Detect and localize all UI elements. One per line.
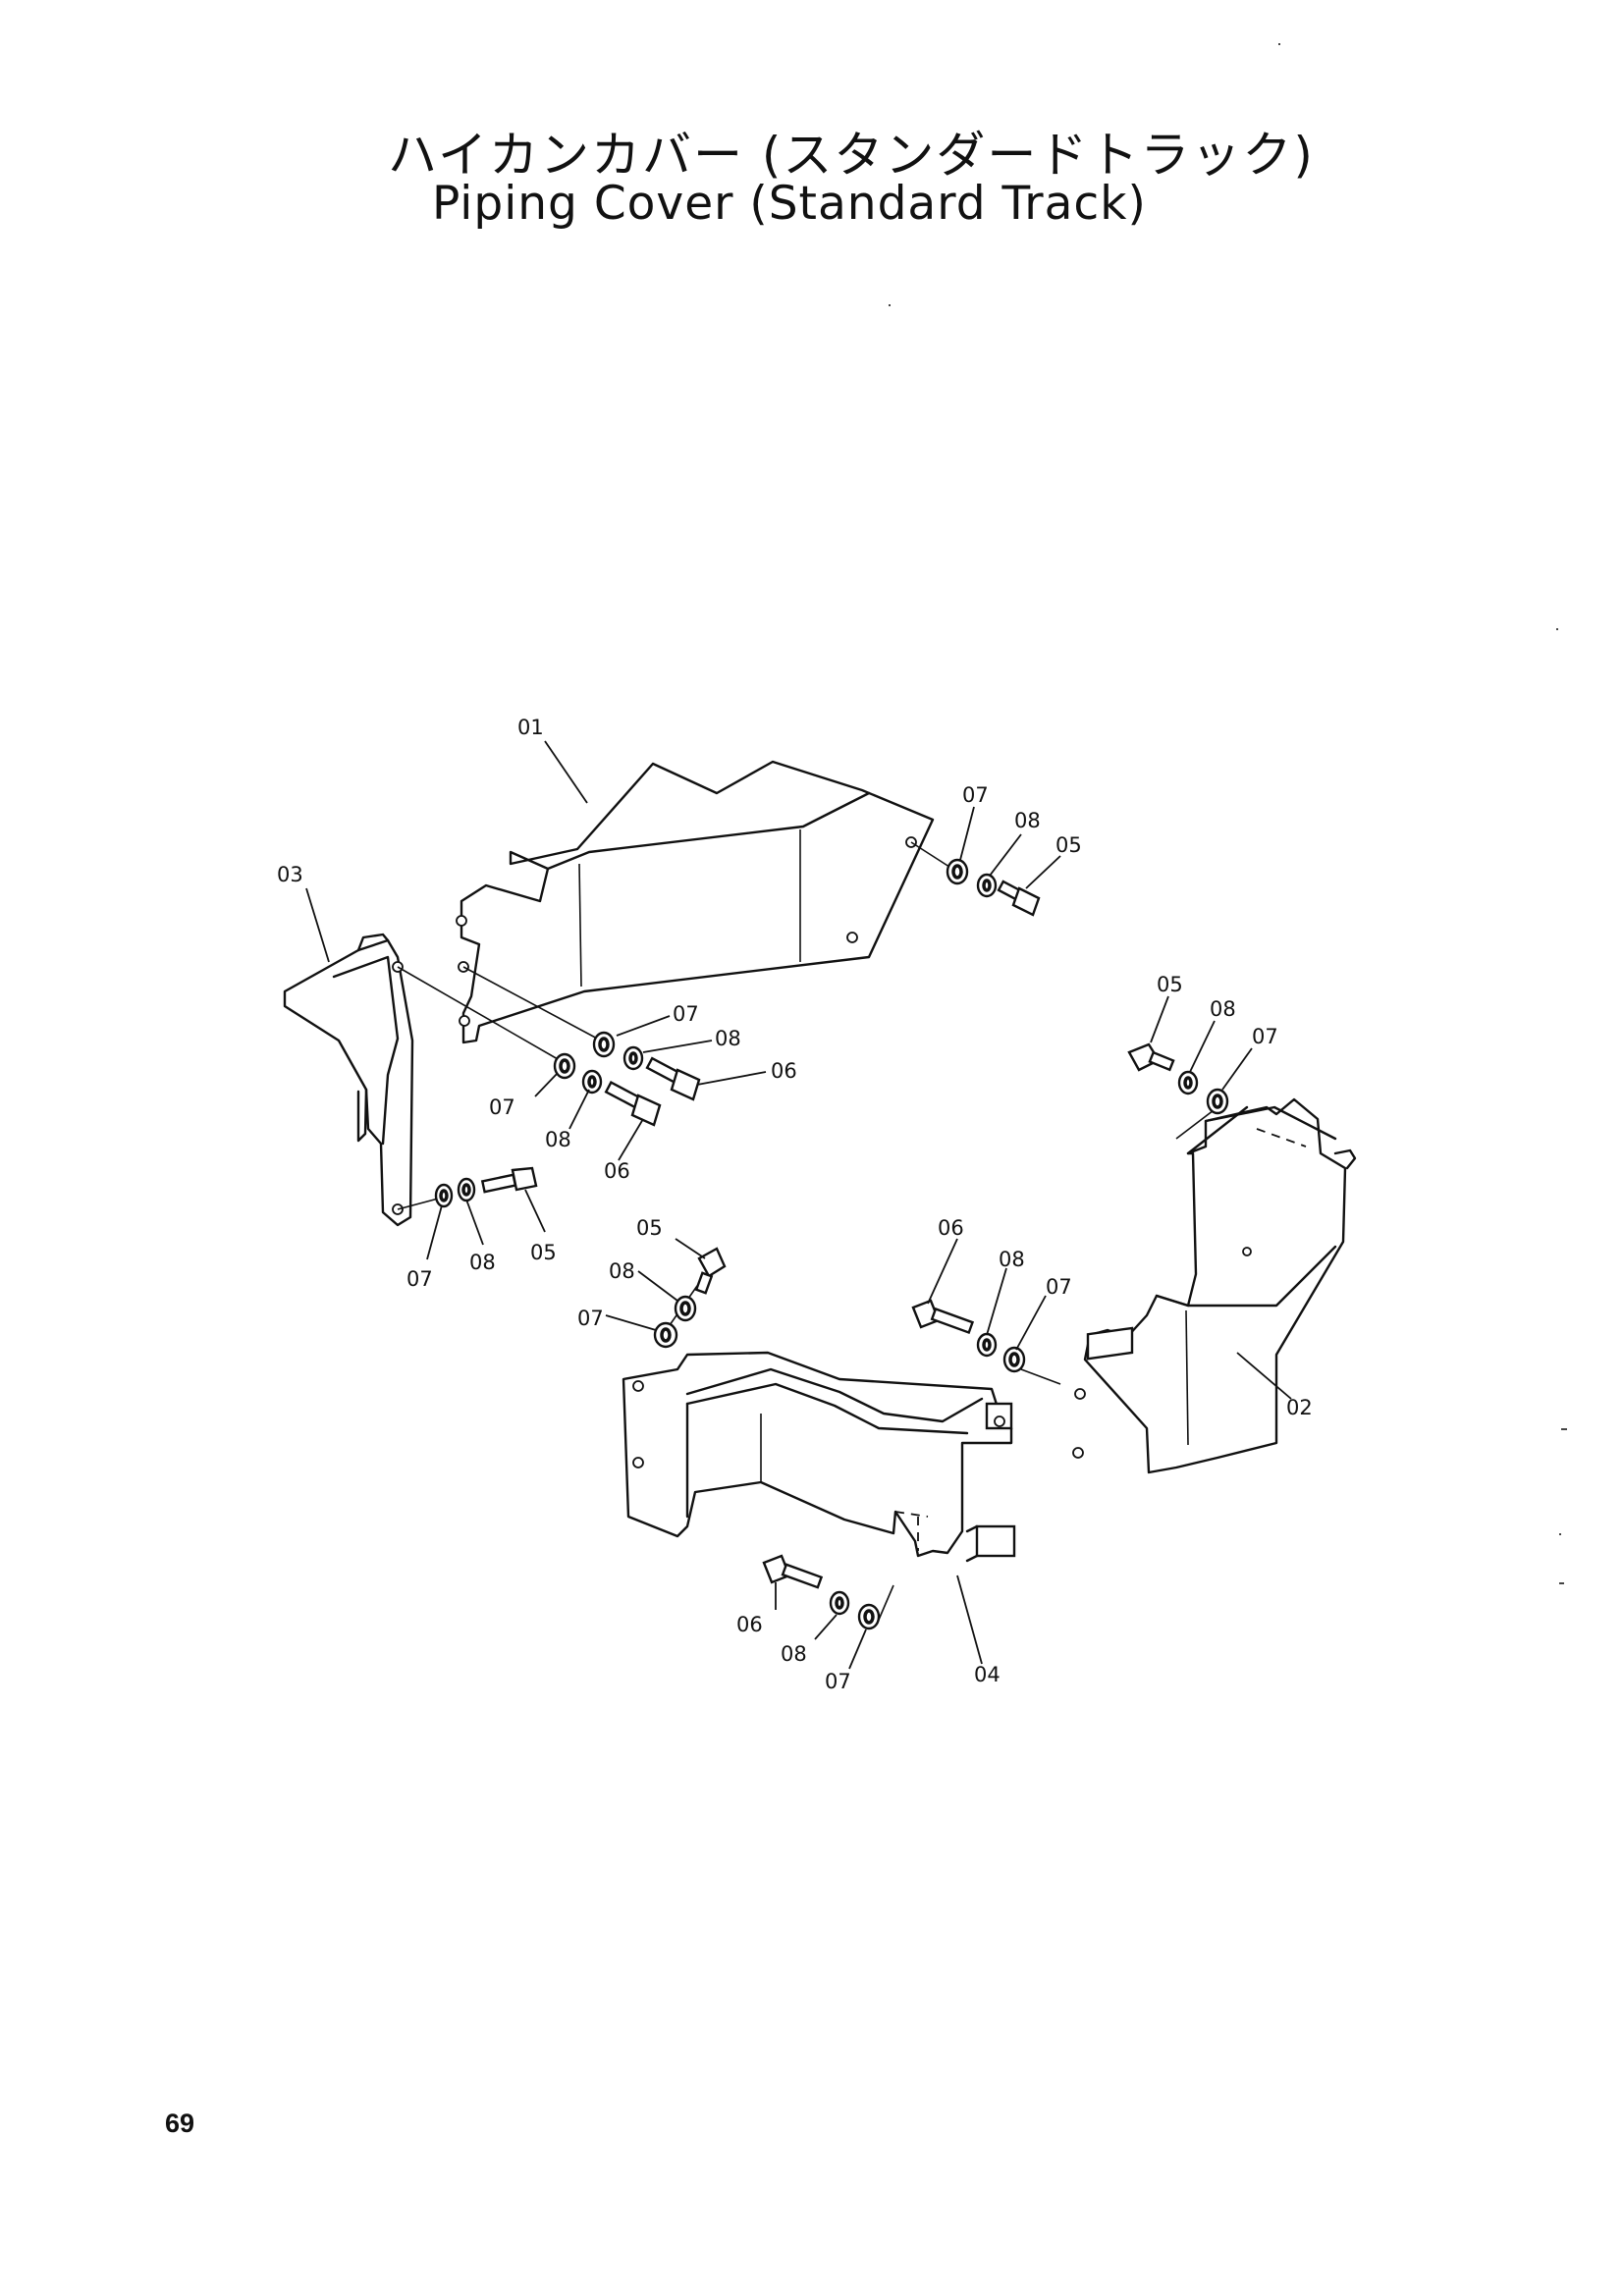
callout-05-upper-right: 05 [1157,973,1183,996]
callout-08-top-right: 08 [1014,809,1041,832]
scan-speck [1559,1533,1561,1535]
callout-08-upper-right: 08 [1210,997,1236,1021]
page-title-english: Piping Cover (Standard Track) [432,177,1147,231]
hardware-group-upper-right [1127,1042,1229,1115]
callout-08-left: 08 [469,1251,496,1274]
hardware-group-bottom [762,1554,881,1630]
hardware-group-lower-right [911,1299,1026,1373]
part-01-upper-cover [456,760,935,1044]
callout-07-lower-right: 07 [1046,1275,1072,1299]
scan-speck [1559,1582,1564,1584]
callout-06-center-upper: 06 [771,1059,797,1083]
part-02-right-cover [1072,1097,1357,1474]
callout-07-center-upper: 07 [673,1002,699,1026]
hardware-group-center [553,1031,701,1127]
callout-08-lower-center: 08 [609,1259,635,1283]
callout-02: 02 [1286,1396,1313,1419]
callout-08-center-upper: 08 [715,1027,741,1050]
hardware-group-lower-center [653,1247,727,1349]
callout-05-left: 05 [530,1241,557,1264]
part-03-left-bracket [283,933,414,1227]
callout-08-bottom: 08 [781,1642,807,1666]
callout-07-lower-center: 07 [577,1307,604,1330]
page-title-japanese: ハイカンカバー (スタンダードトラック) [388,127,1315,184]
callout-03: 03 [277,863,303,886]
scan-speck [1561,1428,1567,1430]
callout-08-lower-right: 08 [999,1248,1025,1271]
callout-04: 04 [974,1663,1001,1686]
hardware-group-left [434,1166,538,1208]
page-number: 69 [165,2109,195,2138]
callout-07-center-lower: 07 [489,1095,515,1119]
callout-07-left: 07 [406,1267,433,1291]
scan-speck [889,304,891,306]
callout-labels: 01 03 02 04 07 08 05 07 08 06 07 08 06 0… [277,716,1313,1693]
leader-lines [305,740,1292,1670]
callout-07-bottom: 07 [825,1670,851,1693]
scan-speck [1278,43,1280,45]
callout-01: 01 [517,716,544,739]
scan-speck [1556,628,1558,630]
part-04-lower-bracket [622,1351,1016,1563]
callout-08-center-lower: 08 [545,1128,571,1151]
callout-05-top-right: 05 [1055,833,1082,857]
assembly-lines [397,841,1218,1621]
callout-07-upper-right: 07 [1252,1025,1278,1048]
callout-06-center-lower: 06 [604,1159,630,1183]
callout-05-lower-center: 05 [636,1216,663,1240]
hardware-group-top-right [946,858,1041,917]
callout-07-top-right: 07 [962,783,989,807]
callout-06-bottom: 06 [736,1613,763,1636]
callout-06-lower-right: 06 [938,1216,964,1240]
